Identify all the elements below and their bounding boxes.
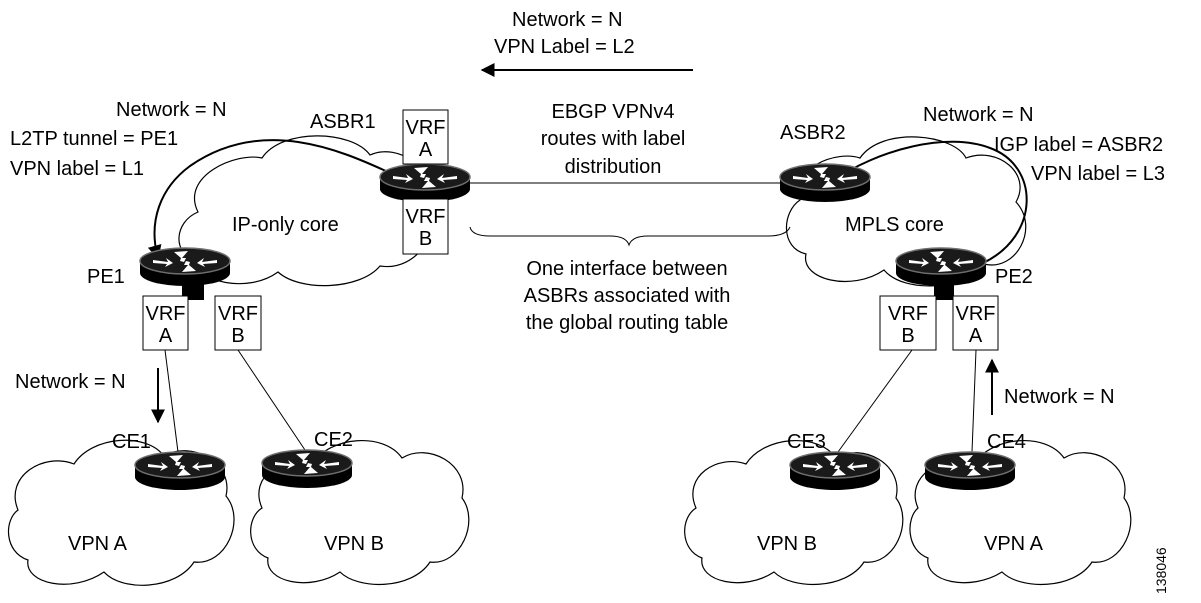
svg-text:A: A (159, 325, 173, 347)
svg-text:L2TP tunnel = PE1: L2TP tunnel = PE1 (10, 128, 178, 150)
svg-text:VRF: VRF (888, 303, 928, 325)
pe1-router-icon (139, 247, 231, 287)
vpn-b-right-label: VPN B (757, 533, 817, 555)
svg-text:VRF: VRF (218, 303, 258, 325)
svg-text:Network = N: Network = N (116, 99, 227, 121)
pe2-ce3-link (837, 349, 913, 453)
cables (164, 182, 977, 453)
svg-text:A: A (969, 325, 983, 347)
svg-text:EBGP VPNv4: EBGP VPNv4 (551, 101, 674, 123)
svg-text:VPN Label = L2: VPN Label = L2 (494, 36, 635, 58)
pe1-ce1-link (164, 349, 179, 453)
asbr1-label: ASBR1 (310, 111, 376, 133)
ce2-label: CE2 (314, 429, 353, 451)
svg-text:routes with label: routes with label (541, 128, 686, 150)
asbr2-label: ASBR2 (780, 122, 846, 144)
figure-id: 138046 (1153, 547, 1169, 594)
top-annotation: Network = N VPN Label = L2 (494, 9, 635, 58)
pe2-label: PE2 (995, 266, 1033, 288)
svg-text:distribution: distribution (565, 156, 662, 178)
svg-text:B: B (231, 325, 244, 347)
svg-text:B: B (419, 228, 432, 250)
ce4-network-label: Network = N (1004, 386, 1115, 408)
ip-core-label: IP-only core (232, 214, 339, 236)
asbr1-router-icon (379, 163, 471, 203)
svg-text:Network = N: Network = N (923, 104, 1034, 126)
svg-text:VRF: VRF (406, 117, 446, 139)
left-annotation: Network = N L2TP tunnel = PE1 VPN label … (10, 99, 227, 180)
pe2-vrf-a: VRF A (952, 295, 999, 351)
pe2-router-icon (895, 247, 987, 287)
link-brace (469, 226, 791, 247)
pe1-vrf-a: VRF A (142, 295, 189, 351)
right-curve-arrow (827, 140, 1028, 264)
vpn-a-left-label: VPN A (68, 533, 128, 555)
svg-text:VRF: VRF (956, 303, 996, 325)
ce1-router-icon (134, 451, 226, 491)
ce1-label: CE1 (112, 431, 151, 453)
left-curve-arrow (147, 139, 389, 260)
pe1-vrf-b: VRF B (214, 295, 262, 351)
svg-text:A: A (419, 139, 433, 161)
svg-text:Network = N: Network = N (512, 9, 623, 31)
pe2-ce4-link (971, 349, 977, 453)
svg-text:the global routing table: the global routing table (526, 312, 728, 334)
ebgp-description: EBGP VPNv4 routes with label distributio… (541, 101, 686, 178)
svg-text:IGP label = ASBR2: IGP label = ASBR2 (994, 134, 1163, 156)
pe1-ce2-link (237, 349, 306, 451)
svg-text:ASBRs associated with: ASBRs associated with (524, 285, 731, 307)
asbr1-vrf-b: VRF B (402, 198, 449, 255)
svg-text:B: B (901, 325, 914, 347)
ce4-router-icon (924, 451, 1016, 491)
pe1-label: PE1 (87, 266, 125, 288)
ce1-network-label: Network = N (15, 371, 126, 393)
pe2-vrf-stub (934, 282, 954, 300)
right-annotation: Network = N IGP label = ASBR2 VPN label … (923, 104, 1165, 185)
ce3-router-icon (789, 451, 881, 491)
vpn-b-left-label: VPN B (324, 533, 384, 555)
svg-text:VRF: VRF (406, 206, 446, 228)
ce3-label: CE3 (787, 431, 826, 453)
pe2-vrf-b: VRF B (879, 295, 937, 351)
asbr2-router-icon (779, 163, 871, 203)
svg-text:VPN label = L1: VPN label = L1 (10, 158, 144, 180)
ce2-router-icon (261, 449, 353, 489)
interface-description: One interface between ASBRs associated w… (524, 258, 731, 334)
asbr1-vrf-a: VRF A (402, 109, 449, 165)
svg-text:VRF: VRF (146, 303, 186, 325)
mpls-core-label: MPLS core (845, 214, 944, 236)
svg-text:One interface between: One interface between (526, 258, 727, 280)
vpn-a-right-label: VPN A (984, 533, 1044, 555)
ce4-label: CE4 (987, 431, 1026, 453)
svg-text:VPN label = L3: VPN label = L3 (1031, 163, 1165, 185)
